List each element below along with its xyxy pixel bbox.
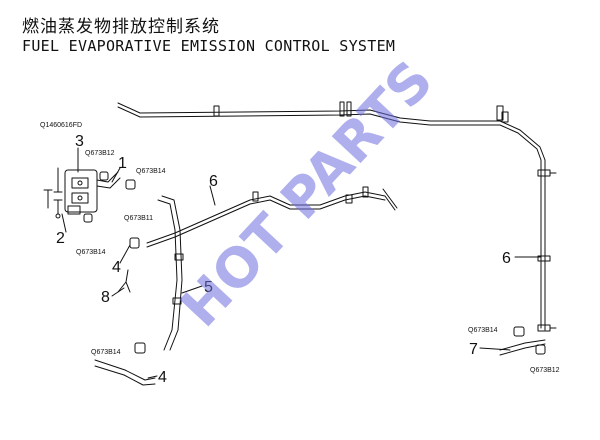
callout-4-bottom: 4 [158, 369, 167, 386]
callout-3: 3 [75, 133, 84, 150]
callout-6-right: 6 [502, 250, 511, 267]
callout-4-top: 4 [112, 259, 121, 276]
charcoal-canister [43, 167, 121, 223]
callout-6-top: 6 [209, 173, 218, 190]
callout-7: 7 [469, 341, 478, 358]
callout-5: 5 [204, 279, 213, 296]
part-number-q673b12-top: Q673B12 [85, 150, 115, 157]
lower-hose [94, 342, 156, 386]
part-number-q1460616fd: Q1460616FD [40, 122, 82, 129]
hose-clamp-q673b14-top [125, 179, 136, 190]
main-vapor-line [117, 101, 557, 332]
part-number-q673b14-bottom: Q673B14 [91, 349, 121, 356]
watermark-text: HOT PARTS [168, 49, 445, 339]
diagram-title-chinese: 燃油蒸发物排放控制系统 [22, 17, 220, 37]
part-number-q673b14-top: Q673B14 [136, 168, 166, 175]
part-number-q673b12-right: Q673B12 [530, 367, 560, 374]
diagram-title-english: FUEL EVAPORATIVE EMISSION CONTROL SYSTEM [22, 37, 396, 55]
hose-clamp-q673b11 [129, 237, 140, 249]
part-number-q673b11: Q673B11 [124, 215, 153, 222]
callout-1: 1 [118, 155, 127, 172]
hose-connector-8 [117, 269, 131, 293]
vertical-hose [157, 195, 184, 351]
vent-valve-7 [499, 326, 546, 356]
callout-2: 2 [56, 230, 65, 247]
middle-vapor-line [146, 186, 398, 248]
part-number-q673b14-left: Q673B14 [76, 249, 106, 256]
callout-8: 8 [101, 289, 110, 306]
part-number-q673b14-right: Q673B14 [468, 327, 498, 334]
